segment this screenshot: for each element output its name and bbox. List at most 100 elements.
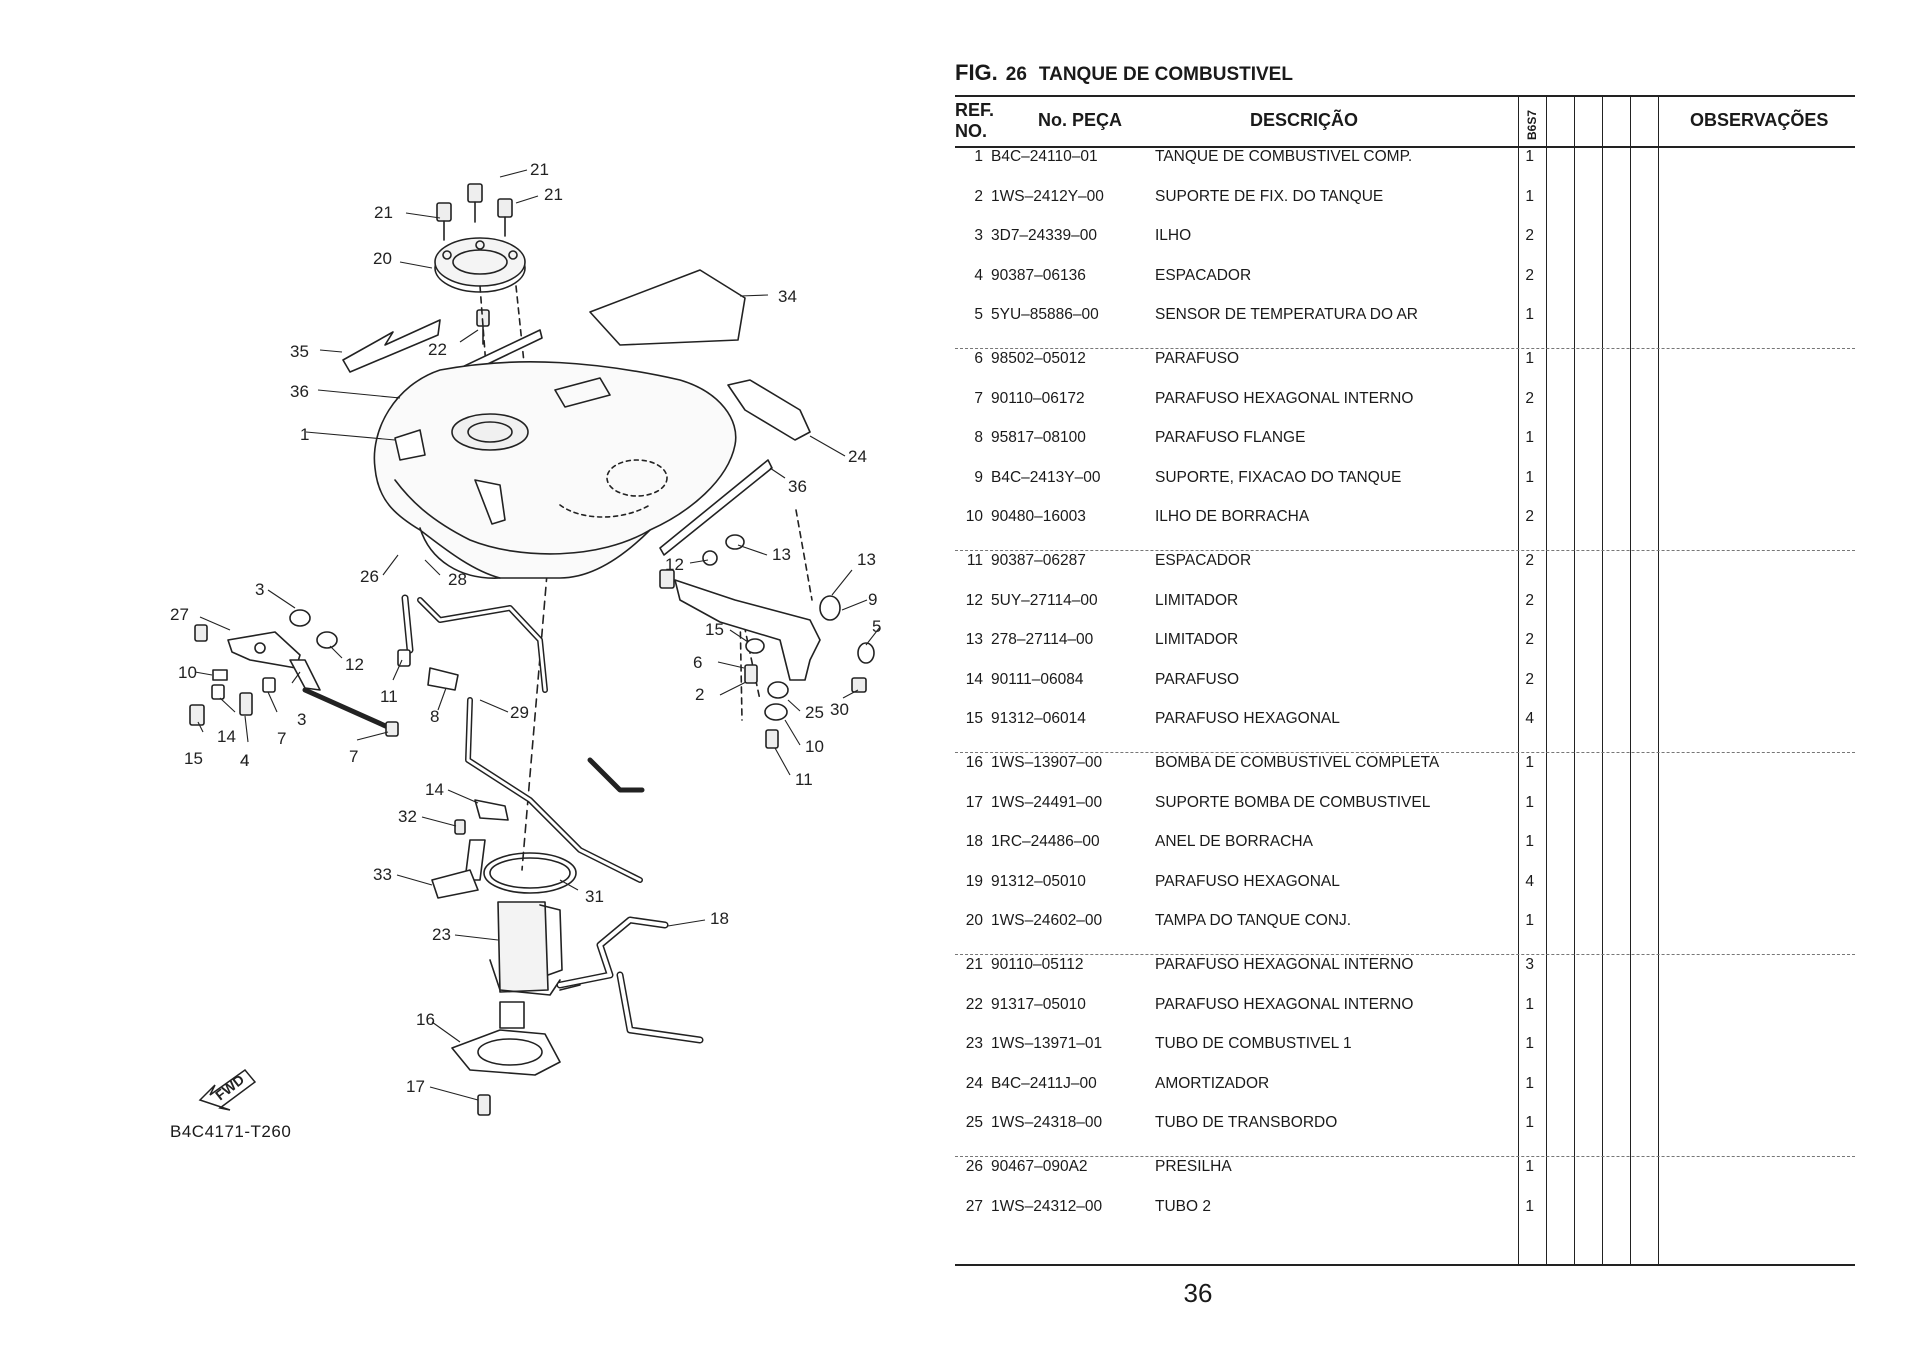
part-number: 278–27114–00 bbox=[991, 631, 1094, 648]
callout-number: 14 bbox=[425, 780, 444, 799]
ref-number: 24 bbox=[965, 1074, 983, 1092]
part-description: ILHO bbox=[1155, 227, 1192, 244]
quantity: 1 bbox=[1525, 995, 1534, 1013]
column-divider bbox=[1658, 95, 1659, 1265]
callout-number: 36 bbox=[788, 477, 807, 496]
ref-number: 21 bbox=[965, 956, 983, 973]
ref-number: 5 bbox=[974, 306, 983, 323]
callout-number: 3 bbox=[255, 580, 264, 599]
quantity: 1 bbox=[1525, 1197, 1534, 1215]
part-description: SUPORTE DE FIX. DO TANQUE bbox=[1155, 187, 1384, 205]
header-description: DESCRIÇÃO bbox=[1250, 110, 1359, 130]
column-divider bbox=[1574, 95, 1575, 1265]
ref-number: 17 bbox=[965, 793, 983, 811]
part-description: PARAFUSO bbox=[1155, 670, 1240, 688]
callout-number: 7 bbox=[349, 747, 358, 766]
part-number: 91312–06014 bbox=[991, 710, 1086, 727]
part-description: SUPORTE BOMBA DE COMBUSTIVEL bbox=[1155, 793, 1431, 811]
callout-number: 32 bbox=[398, 807, 417, 826]
callout-number: 22 bbox=[428, 340, 447, 359]
part-number: 90110–05112 bbox=[991, 956, 1084, 973]
ref-number: 19 bbox=[965, 872, 983, 890]
part-number: 95817–08100 bbox=[991, 429, 1086, 446]
fig-number: 26 bbox=[1005, 64, 1027, 85]
ref-number: 27 bbox=[965, 1197, 983, 1215]
part-description: PARAFUSO bbox=[1155, 350, 1240, 367]
table-header-rule bbox=[955, 146, 1855, 148]
ref-number: 13 bbox=[965, 631, 983, 648]
part-number: 90467–090A2 bbox=[991, 1158, 1088, 1175]
group-separator bbox=[955, 550, 1855, 551]
part-description: PARAFUSO HEXAGONAL bbox=[1155, 872, 1340, 890]
ref-number: 15 bbox=[965, 710, 983, 727]
quantity: 2 bbox=[1525, 591, 1534, 609]
callout-number: 21 bbox=[374, 203, 393, 222]
fig-name: TANQUE DE COMBUSTIVEL bbox=[1038, 64, 1293, 85]
ref-number: 26 bbox=[965, 1158, 983, 1175]
part-number: 90111–06084 bbox=[991, 670, 1084, 688]
part-number: 1RC–24486–00 bbox=[991, 833, 1100, 850]
part-description: AMORTIZADOR bbox=[1155, 1074, 1270, 1092]
quantity: 1 bbox=[1525, 187, 1534, 205]
fig-label: FIG. bbox=[955, 60, 998, 85]
ref-number: 18 bbox=[965, 833, 983, 850]
part-number: 91317–05010 bbox=[991, 995, 1086, 1013]
part-number: 1WS–24318–00 bbox=[991, 1114, 1103, 1131]
part-number: 1WS–24491–00 bbox=[991, 793, 1103, 811]
part-description: SENSOR DE TEMPERATURA DO AR bbox=[1155, 306, 1418, 323]
quantity: 2 bbox=[1525, 227, 1534, 244]
callout-number: 26 bbox=[360, 567, 379, 586]
callout-number: 24 bbox=[848, 447, 867, 466]
callout-number: 6 bbox=[693, 653, 702, 672]
group-separator bbox=[955, 1156, 1855, 1157]
part-number: B4C–24110–01 bbox=[991, 148, 1098, 165]
ref-number: 11 bbox=[966, 552, 983, 569]
callout-number: 12 bbox=[665, 555, 684, 574]
part-number: 90480–16003 bbox=[991, 508, 1086, 525]
part-description: LIMITADOR bbox=[1155, 591, 1239, 609]
callout-number: 9 bbox=[868, 590, 877, 609]
header-part-number: No. PEÇA bbox=[1038, 110, 1123, 130]
callout-number: 35 bbox=[290, 342, 309, 361]
quantity: 1 bbox=[1525, 912, 1534, 929]
quantity: 1 bbox=[1525, 754, 1534, 771]
callout-number: 18 bbox=[710, 909, 729, 928]
part-description: TUBO DE TRANSBORDO bbox=[1155, 1114, 1338, 1131]
fuel-tank-drawing: 2121212034352236124361332628121392715510… bbox=[0, 0, 881, 1116]
column-divider bbox=[1546, 95, 1547, 1265]
ref-number: 4 bbox=[974, 266, 983, 284]
callout-number: 15 bbox=[705, 620, 724, 639]
table-row: 17 1WS–24491–00 SUPORTE BOMBA DE COMBUSTIV… bbox=[955, 794, 1855, 818]
group-separator bbox=[955, 348, 1855, 349]
part-description: TANQUE DE COMBUSTIVEL COMP. bbox=[1155, 148, 1413, 165]
quantity: 2 bbox=[1525, 631, 1534, 648]
callout-number: 20 bbox=[373, 249, 392, 268]
quantity: 2 bbox=[1525, 552, 1534, 569]
part-description: ANEL DE BORRACHA bbox=[1155, 833, 1313, 850]
part-description: PARAFUSO HEXAGONAL INTERNO bbox=[1155, 389, 1414, 407]
callout-number: 8 bbox=[430, 707, 439, 726]
header-model-code: B6S7 bbox=[1525, 109, 1540, 141]
ref-number: 22 bbox=[965, 995, 983, 1013]
part-description: ESPACADOR bbox=[1155, 552, 1252, 569]
quantity: 1 bbox=[1525, 148, 1534, 165]
part-description: ILHO DE BORRACHA bbox=[1155, 508, 1310, 525]
header-ref-no: REF. NO. bbox=[955, 100, 995, 141]
quantity: 3 bbox=[1525, 956, 1534, 973]
part-number: 1WS–24312–00 bbox=[991, 1197, 1103, 1215]
ref-number: 16 bbox=[965, 754, 983, 771]
callout-number: 14 bbox=[217, 727, 236, 746]
